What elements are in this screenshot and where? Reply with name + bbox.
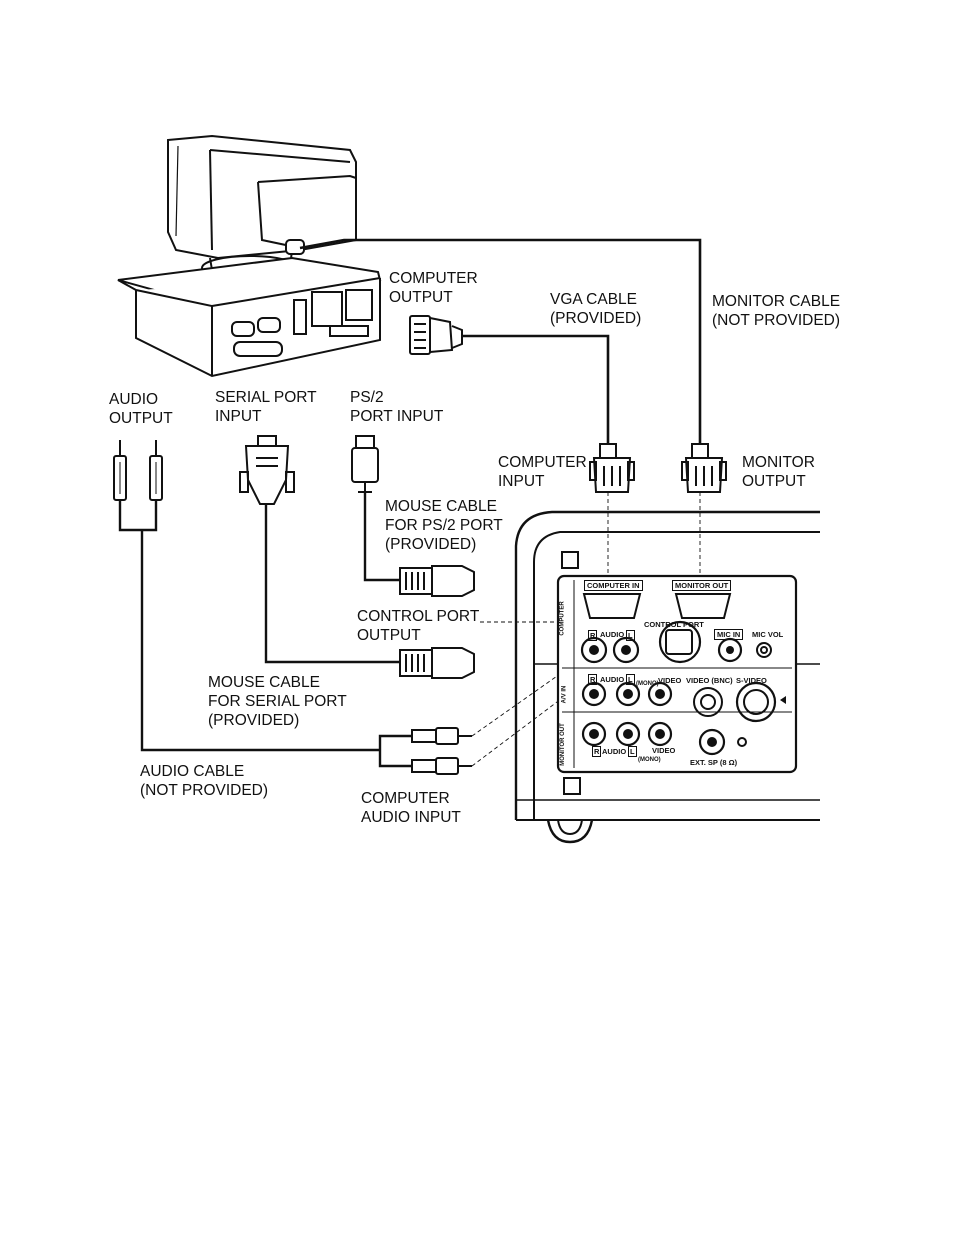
panel-label-video-monitor: VIDEO <box>652 746 676 755</box>
panel-section-computer: COMPUTER <box>559 601 566 636</box>
panel-label-computer-in: COMPUTER IN <box>584 580 643 591</box>
panel-label-l-av: L <box>626 674 635 685</box>
label-mouse-cable-ps2: MOUSE CABLE FOR PS/2 PORT (PROVIDED) <box>385 498 503 553</box>
rca-plugs-panel-end <box>411 727 472 775</box>
panel-label-control-port: CONTROL PORT <box>644 620 704 629</box>
mouse-cable-serial <box>264 504 400 664</box>
panel-label-s-video: S-VIDEO <box>736 676 767 685</box>
computer-monitor <box>167 134 357 281</box>
panel-section-av-in: A/V IN <box>561 685 568 704</box>
panel-label-l-computer: L <box>626 630 635 641</box>
panel-label-monitor-out: MONITOR OUT <box>672 580 732 591</box>
panel-label-mic-in: MIC IN <box>714 629 744 640</box>
label-vga-cable: VGA CABLE (PROVIDED) <box>550 291 642 327</box>
label-serial-port-input: SERIAL PORT INPUT <box>215 389 317 425</box>
panel-section-monitor-out: MONITOR OUT <box>559 723 566 766</box>
panel-label-video-av: VIDEO <box>658 676 682 685</box>
serial-mouse-connector <box>399 647 475 679</box>
panel-label-r-computer: R <box>588 630 598 641</box>
vga-cable <box>462 334 610 444</box>
audio-cable <box>118 500 412 768</box>
label-computer-input: COMPUTER INPUT <box>498 454 587 490</box>
panel-label-l-monitor: L <box>628 746 637 757</box>
ps2-mouse-connector <box>399 565 475 597</box>
panel-label-video-bnc: VIDEO (BNC) <box>686 676 733 685</box>
panel-label-mic-vol: MIC VOL <box>752 630 784 639</box>
vga-plug-computer-end <box>409 315 463 355</box>
panel-label-ext-sp: EXT. SP (8 Ω) <box>690 758 738 767</box>
label-computer-output: COMPUTER OUTPUT <box>389 270 478 306</box>
label-ps2-port-input: PS/2 PORT INPUT <box>350 389 444 425</box>
mouse-cable-ps2 <box>363 492 400 582</box>
audio-output-plugs <box>113 440 163 501</box>
label-monitor-cable: MONITOR CABLE (NOT PROVIDED) <box>712 293 841 329</box>
label-audio-cable: AUDIO CABLE (NOT PROVIDED) <box>140 763 269 799</box>
panel-label-audio-monitor: AUDIO <box>602 747 627 756</box>
panel-label-audio-computer: AUDIO <box>600 630 625 639</box>
panel-label-mono-monitor: (MONO) <box>638 757 661 763</box>
panel-label-audio-av: AUDIO <box>600 675 625 684</box>
label-audio-output: AUDIO OUTPUT <box>109 391 173 427</box>
vga-plug-computer-input <box>589 443 635 493</box>
panel-label-mono-av: (MONO) <box>636 681 659 687</box>
label-monitor-output: MONITOR OUTPUT <box>742 454 815 490</box>
computer-base-unit <box>117 256 382 378</box>
panel-label-r-av: R <box>588 674 598 685</box>
ps2-plug <box>351 435 379 493</box>
panel-label-r-monitor: R <box>592 746 602 757</box>
monitor-cable <box>299 238 702 444</box>
vga-plug-monitor-output <box>681 443 727 493</box>
label-mouse-cable-serial: MOUSE CABLE FOR SERIAL PORT (PROVIDED) <box>208 674 347 729</box>
label-computer-audio-input: COMPUTER AUDIO INPUT <box>361 790 461 826</box>
label-control-port-output: CONTROL PORT OUTPUT <box>357 608 480 644</box>
serial-port-plug <box>239 435 295 505</box>
